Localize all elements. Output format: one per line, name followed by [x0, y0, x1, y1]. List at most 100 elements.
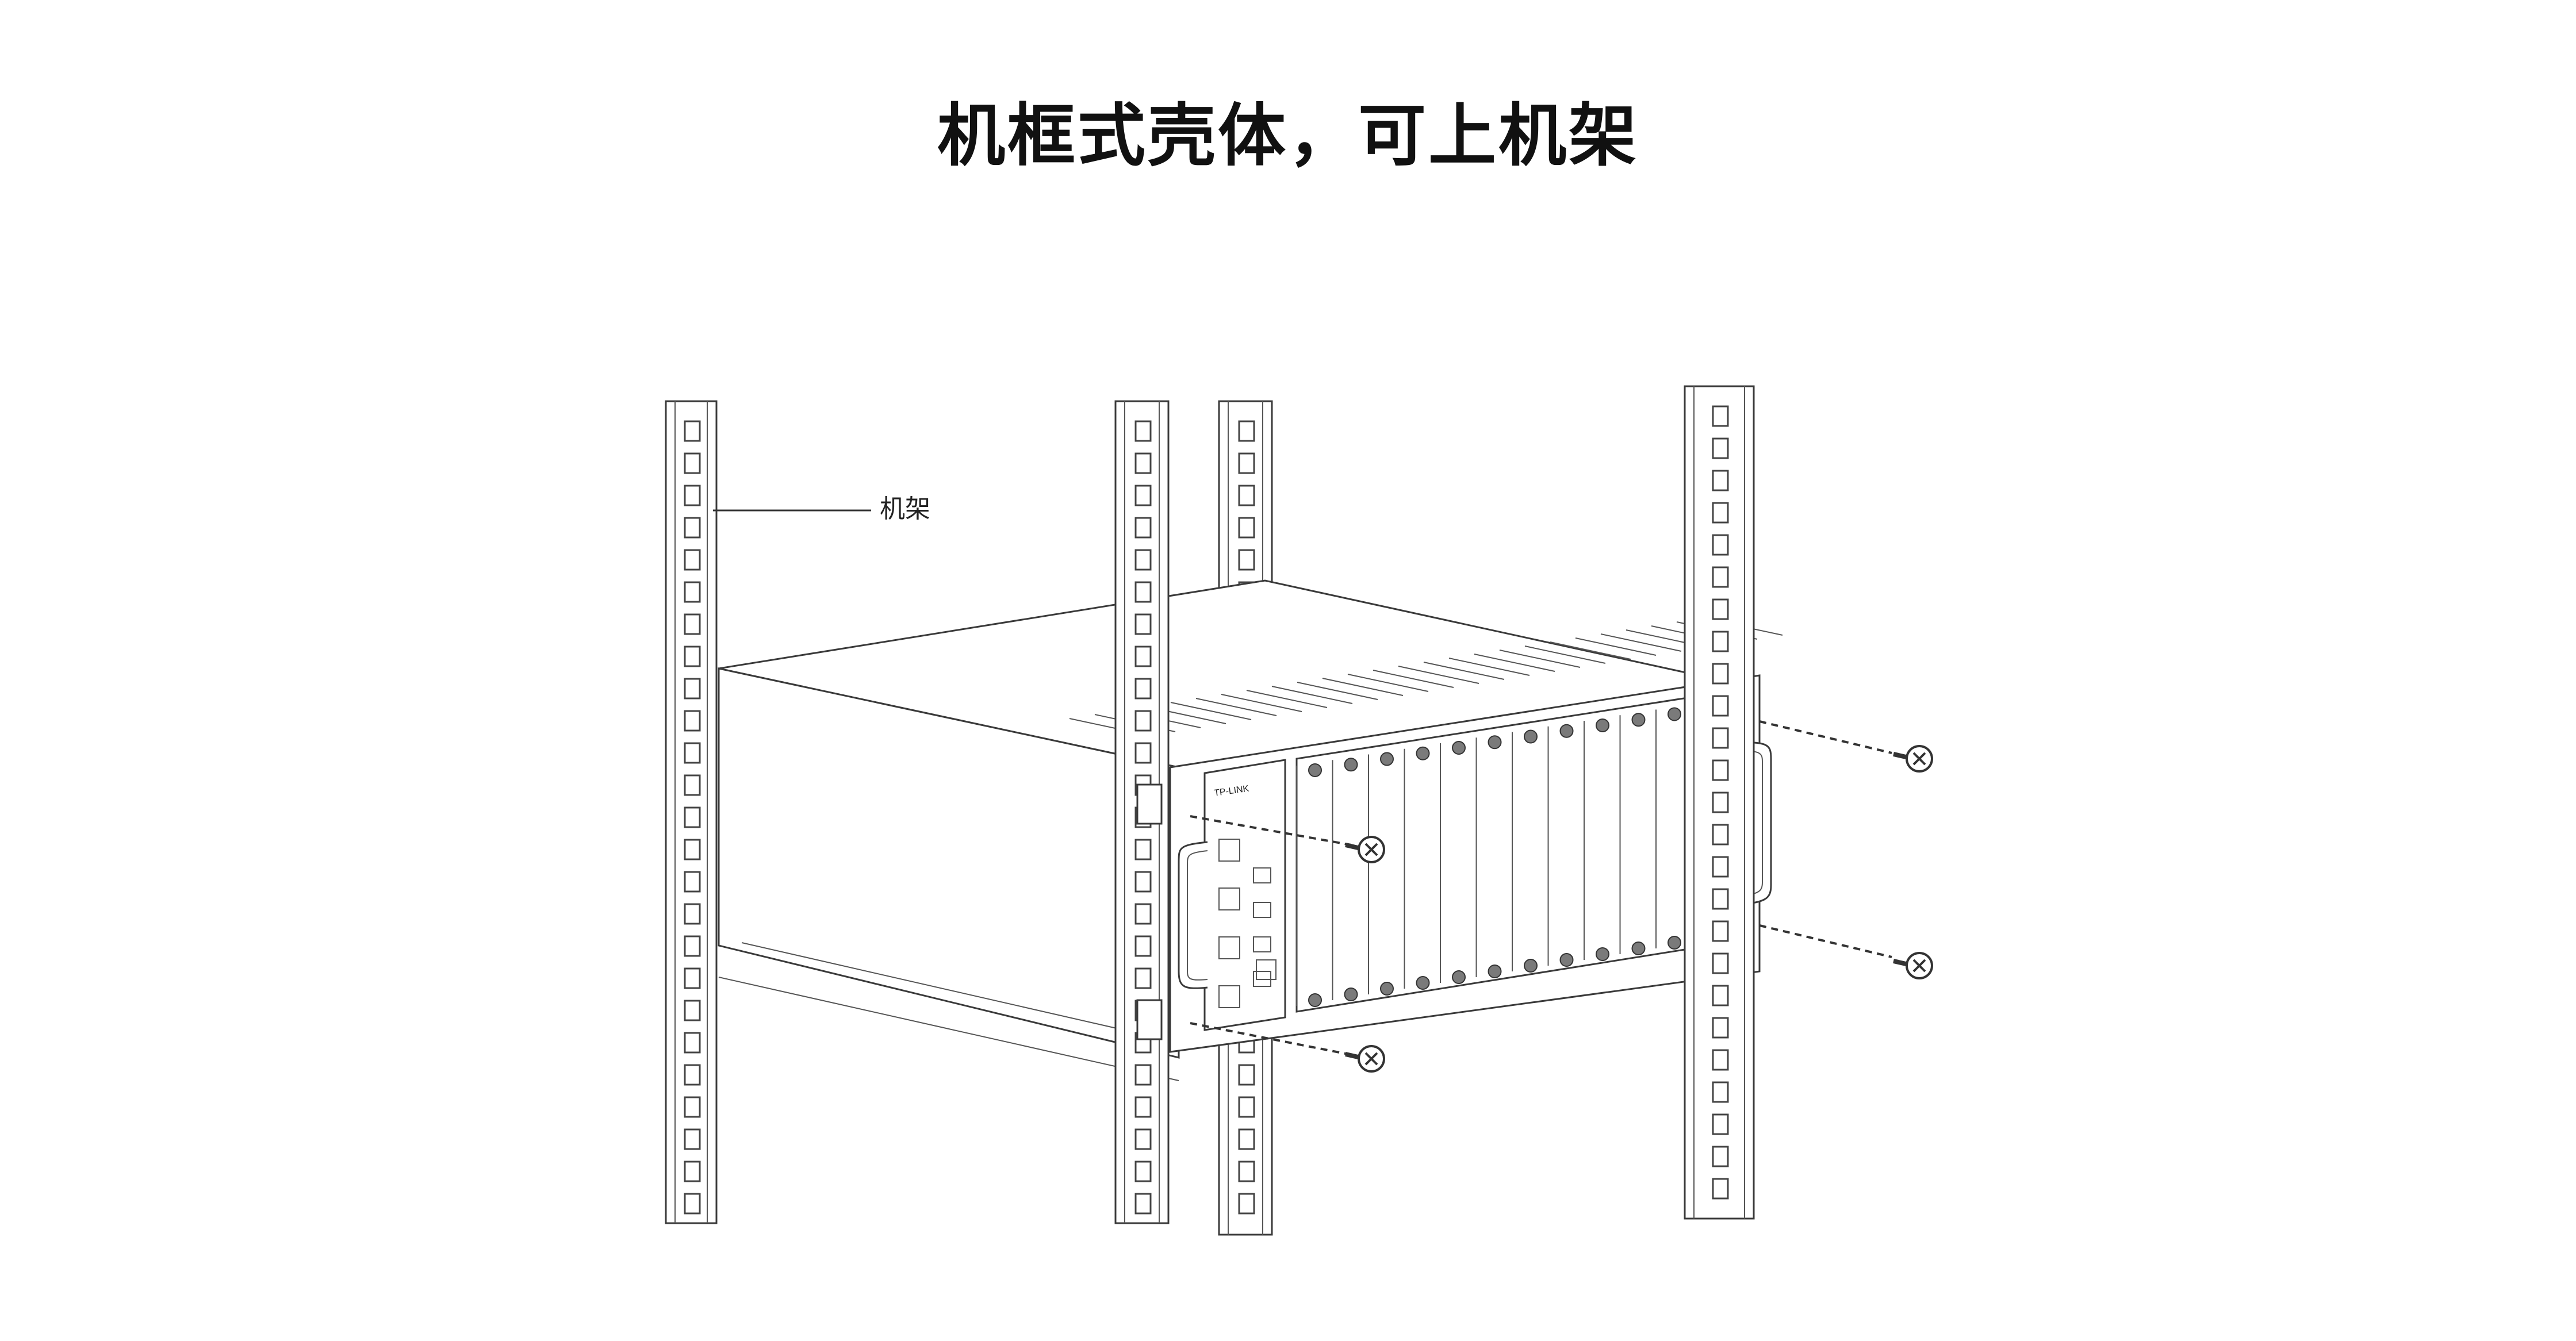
rack-hole: [1712, 1178, 1729, 1200]
rack-hole: [684, 613, 701, 635]
mounting-screw: [1345, 1045, 1385, 1073]
slot-screw-bottom: [1524, 959, 1538, 973]
rack-hole: [1238, 1064, 1255, 1086]
rack-hole: [1134, 581, 1152, 603]
page-title: 机框式壳体，可上机架: [937, 96, 1639, 175]
rack-hole: [1712, 1017, 1729, 1039]
rack-hole: [1712, 502, 1729, 524]
rack-hole: [1712, 727, 1729, 749]
slot-screw-top: [1344, 758, 1358, 772]
rack-hole: [1134, 420, 1152, 442]
rack-hole: [1134, 645, 1152, 667]
rack-hole: [684, 967, 701, 989]
rack-hole: [684, 420, 701, 442]
rack-hole: [1712, 888, 1729, 910]
slot-screw-bottom: [1452, 970, 1466, 984]
rack-hole: [1712, 791, 1729, 813]
rack-hole: [1712, 824, 1729, 846]
rack-hole: [1712, 534, 1729, 556]
rail-latch-top: [1136, 783, 1163, 825]
rack-hole: [1238, 1193, 1255, 1215]
rack-hole: [1134, 1096, 1152, 1118]
rack-hole: [1134, 678, 1152, 700]
mounting-screw: [1893, 952, 1933, 979]
rack-hole: [1134, 935, 1152, 957]
slot-screw-top: [1559, 724, 1574, 738]
slot-screw-top: [1308, 763, 1322, 777]
rack-hole: [1712, 663, 1729, 685]
rack-hole: [1712, 1113, 1729, 1135]
rack-hole: [1712, 470, 1729, 491]
left-handle: [1178, 841, 1208, 989]
rack-hole: [1712, 920, 1729, 942]
rack-hole: [684, 645, 701, 667]
callout-rack-label: 机架: [880, 494, 930, 524]
rack-hole: [684, 1000, 701, 1021]
rack-hole: [684, 935, 701, 957]
rack-hole: [1238, 1161, 1255, 1182]
rack-hole: [1134, 452, 1152, 474]
rack-hole: [1712, 405, 1729, 427]
slot-screw-bottom: [1667, 936, 1681, 950]
rack-hole: [684, 1193, 701, 1215]
rack-hole: [684, 742, 701, 764]
rack-hole: [684, 549, 701, 571]
rack-hole: [1238, 420, 1255, 442]
rack-hole: [684, 710, 701, 732]
rack-hole: [684, 839, 701, 860]
rack-hole: [684, 903, 701, 925]
rack-hole: [684, 452, 701, 474]
rack-hole: [1712, 437, 1729, 459]
rack-hole: [1238, 517, 1255, 539]
rack-hole: [1134, 517, 1152, 539]
rack-hole: [1134, 839, 1152, 860]
rack-hole: [1712, 1049, 1729, 1071]
slot-screw-bottom: [1344, 988, 1358, 1001]
rack-hole: [1712, 985, 1729, 1006]
slot-screw-top: [1596, 718, 1609, 732]
rack-hole: [1134, 485, 1152, 506]
slot-screw-top: [1488, 735, 1502, 750]
rack-hole: [1712, 1146, 1729, 1167]
rack-hole: [1134, 742, 1152, 764]
slot-screw-bottom: [1308, 993, 1322, 1007]
rail-latch-bottom: [1136, 999, 1163, 1040]
rack-hole: [684, 517, 701, 539]
rack-rail-left-outer: [665, 400, 718, 1224]
rack-hole: [684, 871, 701, 893]
rack-hole: [1238, 485, 1255, 506]
rack-hole: [1134, 967, 1152, 989]
rack-hole: [1134, 710, 1152, 732]
rack-hole: [1134, 1128, 1152, 1150]
chassis-side: [718, 667, 1180, 1081]
slot-screw-bottom: [1631, 942, 1646, 955]
slot-screw-bottom: [1488, 965, 1502, 978]
mounting-screw: [1345, 836, 1385, 863]
slot-screw-top: [1380, 752, 1394, 766]
rack-hole: [684, 1128, 701, 1150]
control-module: [1203, 759, 1286, 1031]
rack-hole: [1134, 1161, 1152, 1182]
rack-hole: [1712, 1081, 1729, 1103]
rack-hole: [1134, 903, 1152, 925]
rack-hole: [1134, 549, 1152, 571]
slot-screw-top: [1631, 713, 1646, 727]
rack-hole: [1134, 871, 1152, 893]
rack-hole: [1238, 1096, 1255, 1118]
rack-hole: [1134, 613, 1152, 635]
rack-hole: [1712, 695, 1729, 717]
rack-hole: [684, 678, 701, 700]
rack-hole: [1238, 549, 1255, 571]
rack-hole: [684, 806, 701, 828]
front-panel: TP-LINK: [1169, 674, 1761, 1053]
slot-screw-top: [1667, 707, 1681, 721]
rack-hole: [1134, 1193, 1152, 1215]
rack-hole: [1712, 631, 1729, 652]
slot-screw-bottom: [1596, 947, 1609, 961]
rack-hole: [684, 581, 701, 603]
mounting-screw: [1893, 745, 1933, 773]
rack-hole: [1712, 952, 1729, 974]
rack-hole: [684, 1064, 701, 1086]
rack-hole: [1238, 1128, 1255, 1150]
